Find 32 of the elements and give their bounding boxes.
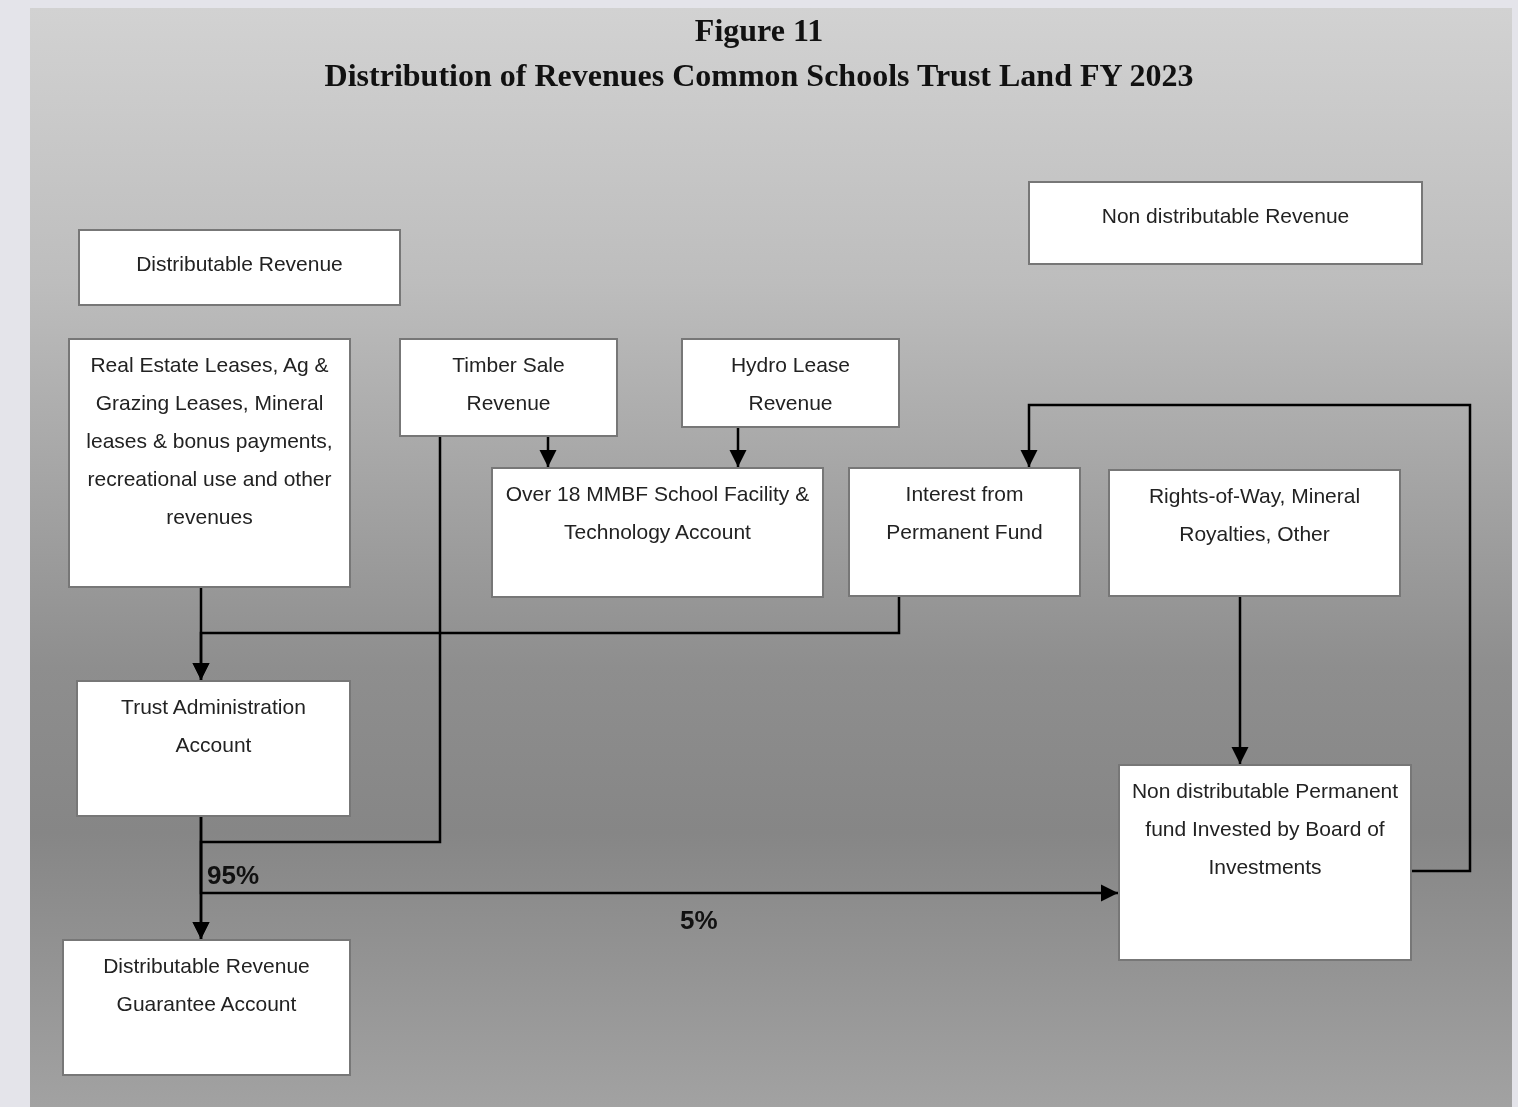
box-label: Timber Sale Revenue <box>451 352 566 416</box>
figure-number: Figure 11 <box>693 12 825 49</box>
arrow <box>1020 403 1472 873</box>
edge-label: 5% <box>680 905 718 936</box>
process-box <box>78 229 401 306</box>
edge-label: 95% <box>207 860 260 891</box>
process-box <box>1118 764 1412 961</box>
arrow <box>192 597 901 680</box>
box-label: Rights-of-Way, Mineral Royalties, Other <box>1147 483 1362 547</box>
diagram-title: Distribution of Revenues Common Schools Trust Land FY 2023 <box>323 57 1195 94</box>
box-label: Real Estate Leases, Ag & Grazing Leases, Mineral leases & bonus payments, recreational use and other revenues <box>85 352 334 530</box>
arrow <box>729 428 747 467</box>
process-box <box>399 338 618 437</box>
process-box <box>848 467 1081 597</box>
box-label: Over 18 MMBF School Facility & Technology Account <box>504 481 811 545</box>
process-box <box>491 467 824 598</box>
box-label: Non distributable Revenue <box>1101 203 1350 229</box>
process-box <box>1108 469 1401 597</box>
box-label: Distributable Revenue Guarantee Account <box>102 953 311 1017</box>
box-label: Non distributable Permanent fund Invested by Board of Investments <box>1130 778 1400 880</box>
arrow <box>539 437 557 467</box>
arrow <box>1231 597 1249 764</box>
box-label: Hydro Lease Revenue <box>729 352 852 416</box>
process-box <box>681 338 900 428</box>
process-box <box>68 338 351 588</box>
box-label: Interest from Permanent Fund <box>885 481 1044 545</box>
arrow <box>199 817 1118 902</box>
process-box <box>76 680 351 817</box>
process-box <box>62 939 351 1076</box>
box-label: Distributable Revenue <box>136 251 343 277</box>
box-label: Trust Administration Account <box>120 694 307 758</box>
process-box <box>1028 181 1423 265</box>
